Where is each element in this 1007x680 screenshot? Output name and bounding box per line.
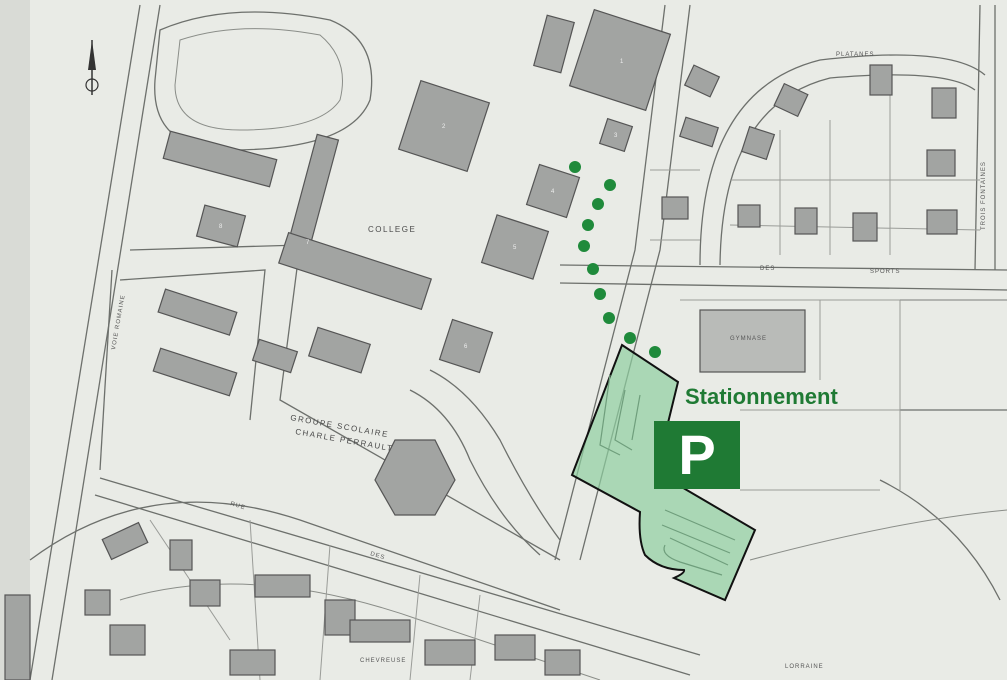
footpath-route <box>569 161 661 358</box>
building-number: 3 <box>614 133 618 139</box>
gymnase-label: GYMNASE <box>730 336 767 342</box>
building-number: 1 <box>620 59 624 65</box>
building-number: 2 <box>442 124 446 130</box>
street-label-rue: RUE <box>229 501 246 511</box>
building-number: 8 <box>219 224 223 230</box>
street-label-lorraine: LORRAINE <box>785 664 824 670</box>
street-label-des-lower: DES <box>369 551 385 561</box>
street-label-chevreuse: CHEVREUSE <box>360 658 406 664</box>
street-label-des: DES <box>760 266 775 272</box>
building-number: 6 <box>464 344 468 350</box>
parking-sign-icon: P <box>654 421 740 489</box>
street-label-trois-fontaines: TROIS FONTAINES <box>981 161 987 230</box>
parking-sign-letter: P <box>678 423 716 486</box>
parking-area <box>570 343 757 602</box>
building-number-labels: 1 2 3 4 5 6 7 8 <box>219 59 624 350</box>
road-network <box>29 4 1007 680</box>
parking-label: Stationnement <box>685 384 838 409</box>
north-arrow-icon <box>85 40 99 95</box>
buildings <box>4 8 958 680</box>
street-label-sports: SPORTS <box>870 269 901 275</box>
college-label: COLLEGE <box>368 225 416 234</box>
building-number: 7 <box>306 240 310 246</box>
building-number: 4 <box>551 189 555 195</box>
street-label-platanes: PLATANES <box>836 52 874 58</box>
building-number: 5 <box>513 245 517 251</box>
